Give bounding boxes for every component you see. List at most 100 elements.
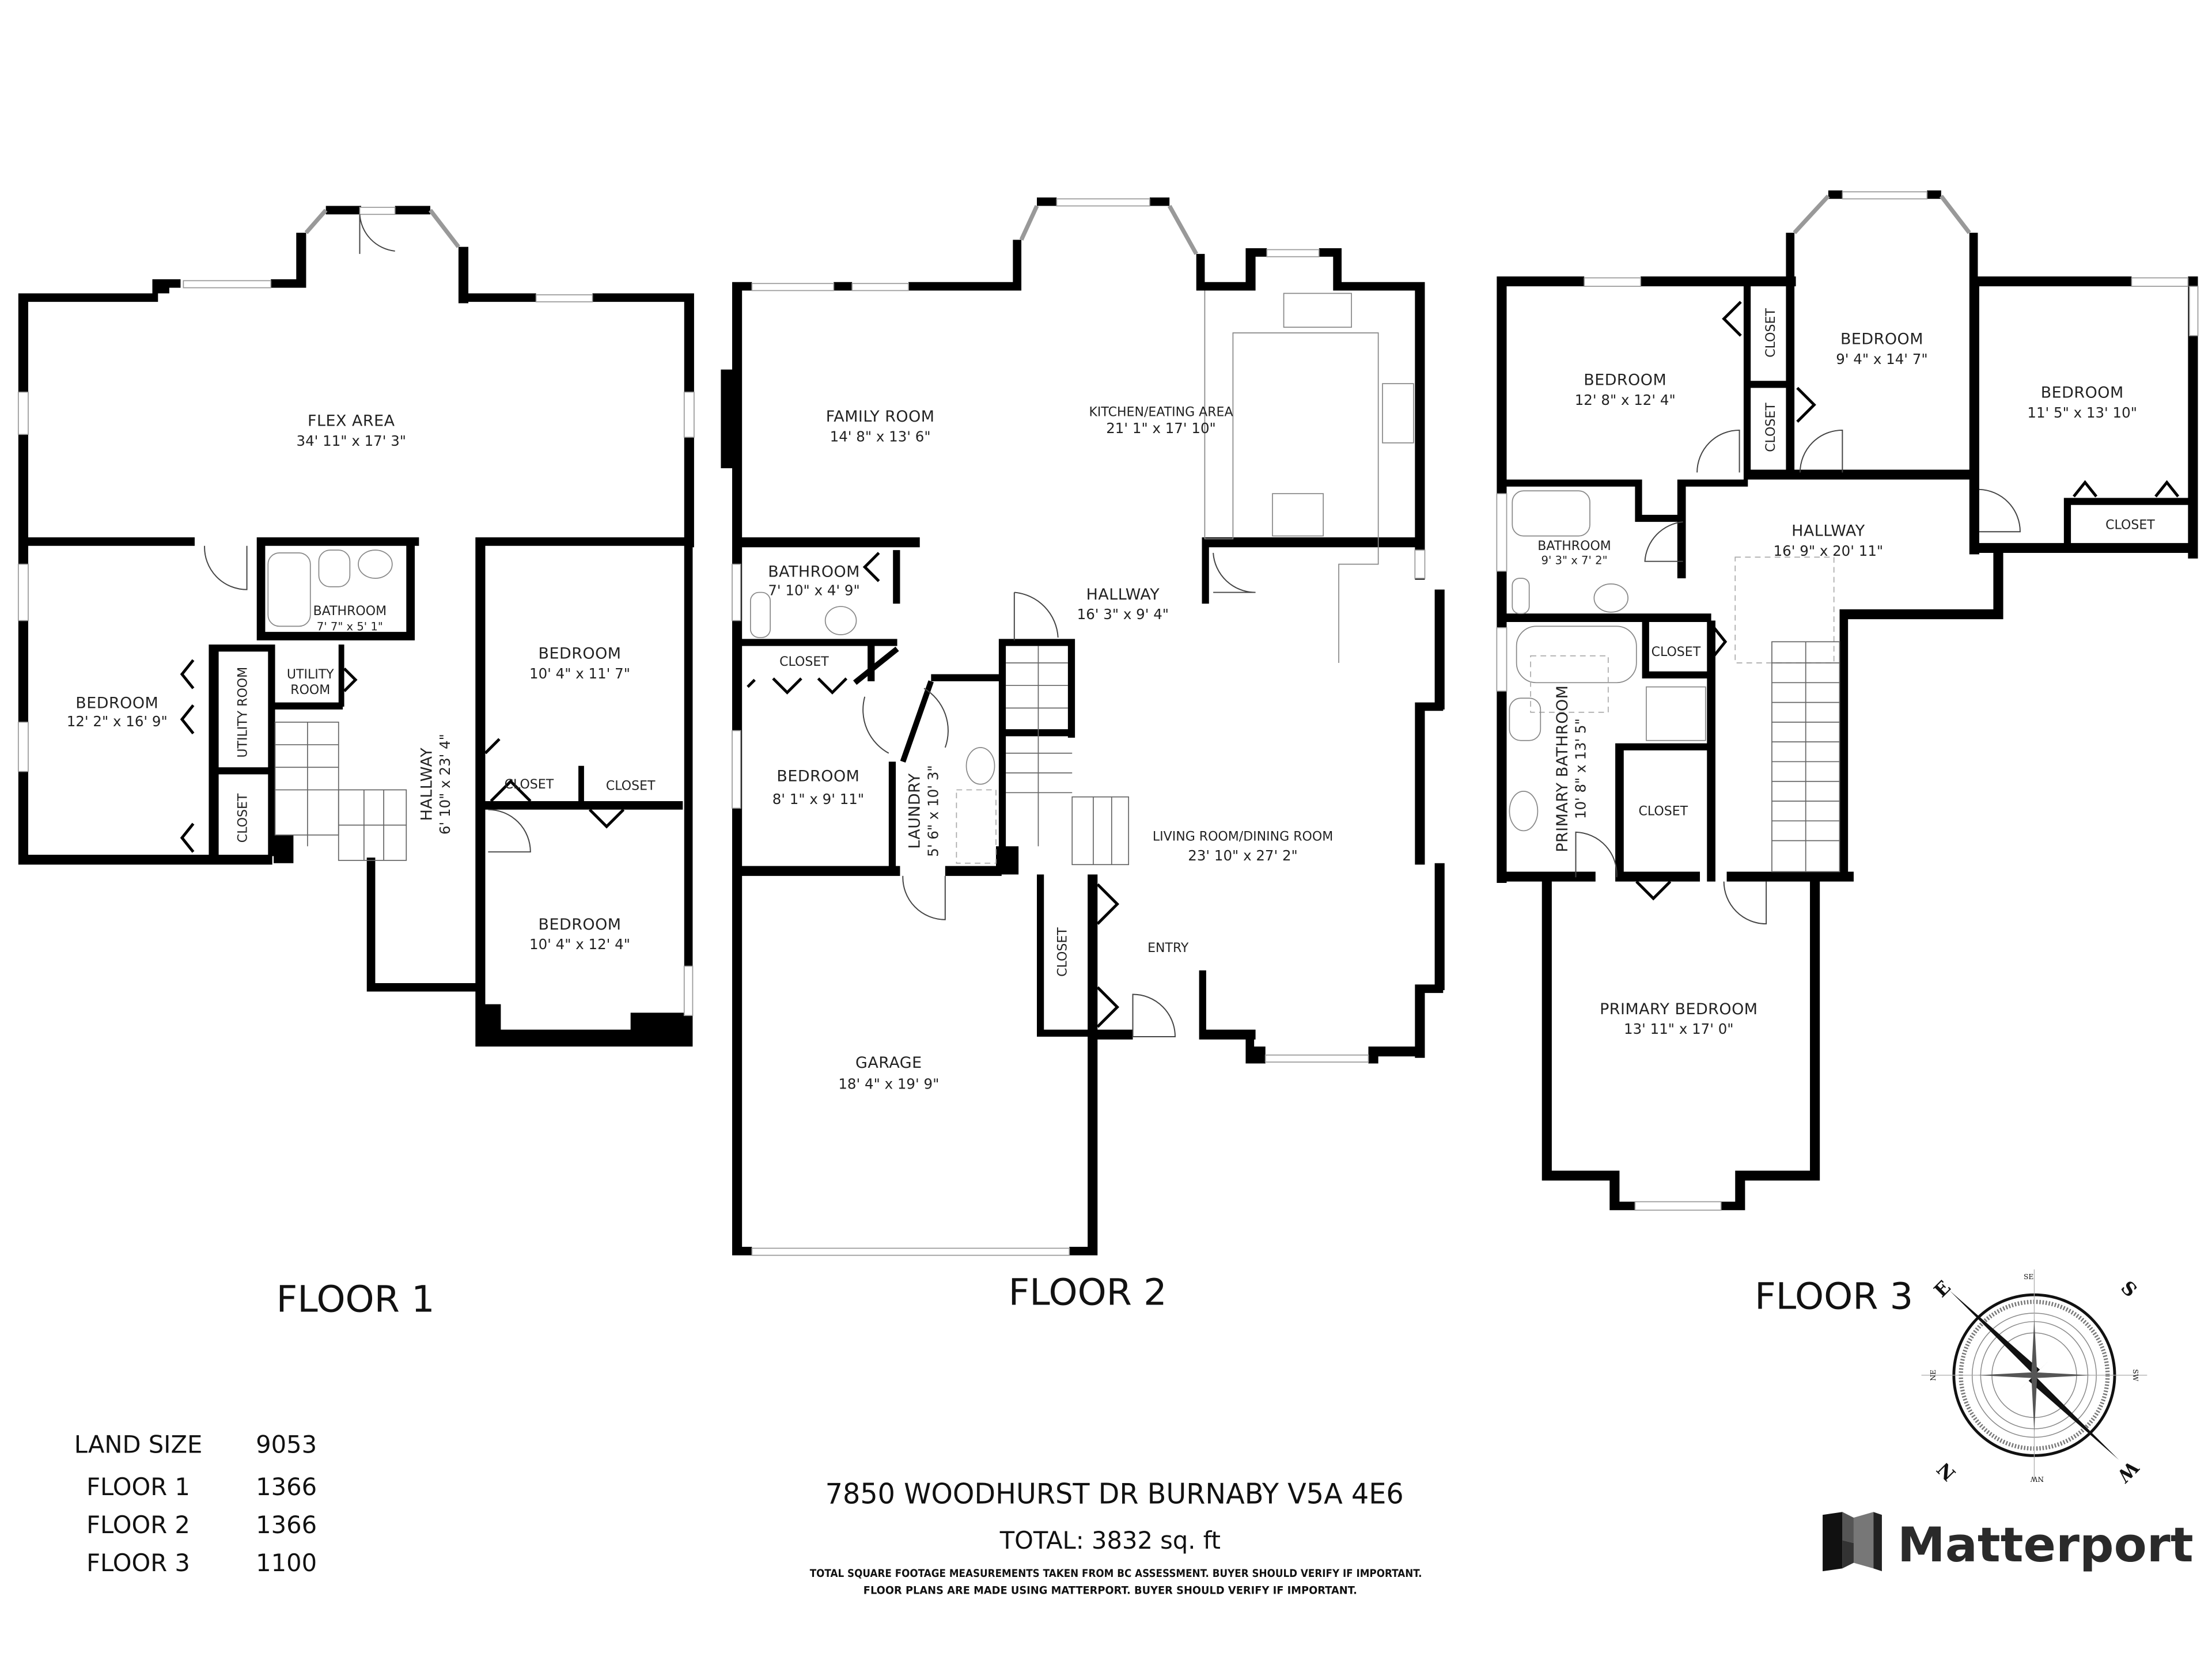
window	[1842, 191, 1928, 200]
washer-icon	[965, 747, 995, 785]
room-name-bedroom: BEDROOM	[1584, 371, 1666, 389]
sink-icon	[1509, 791, 1539, 832]
total-square-footage: TOTAL: 3832 sq. ft	[999, 1526, 1221, 1554]
window	[1634, 1201, 1722, 1211]
window	[2188, 286, 2199, 336]
room-name-utility: UTILITY	[287, 668, 334, 682]
front-door[interactable]	[1132, 993, 1176, 1037]
bay-window	[304, 208, 328, 234]
window	[851, 283, 909, 291]
bedroom-door[interactable]	[204, 545, 248, 590]
room-name-closet: CLOSET	[1652, 645, 1701, 659]
room-name-garage: GARAGE	[855, 1054, 922, 1072]
room-dims: 9' 3" x 7' 2"	[1541, 554, 1608, 567]
entry-door[interactable]	[359, 214, 395, 254]
stat-label: LAND SIZE	[74, 1430, 203, 1458]
stat-value: 9053	[256, 1430, 317, 1458]
closet-bifold-door[interactable]	[180, 659, 195, 853]
bedroom-door[interactable]	[488, 809, 531, 853]
bedroom-door[interactable]	[1696, 429, 1740, 473]
room-name-closet: CLOSET	[1764, 403, 1778, 452]
room-name-closet: CLOSET	[1055, 927, 1070, 977]
kitchen-door[interactable]	[1213, 552, 1256, 593]
room-name-closet: CLOSET	[1764, 308, 1778, 358]
compass-sw: SW	[2131, 1369, 2139, 1381]
room-dims: 16' 3" x 9' 4"	[1077, 606, 1169, 623]
room-name-bedroom: BEDROOM	[1840, 331, 1923, 348]
window	[683, 965, 694, 1017]
compass-north: N	[1933, 1458, 1960, 1485]
window	[1496, 493, 1508, 572]
room-dims: 12' 8" x 12' 4"	[1575, 392, 1676, 408]
stat-value: 1366	[256, 1511, 317, 1539]
stat-value: 1100	[256, 1549, 317, 1577]
room-name-flex-area: FLEX AREA	[308, 412, 395, 430]
window	[2131, 277, 2189, 287]
closet-bifold-door[interactable]	[484, 738, 625, 829]
window	[732, 730, 741, 809]
compass-east: E	[1930, 1276, 1955, 1302]
room-name-closet: CLOSET	[606, 779, 656, 793]
property-address: 7850 WOODHURST DR BURNABY V5A 4E6	[825, 1478, 1404, 1511]
room-dims: 21' 1" x 17' 10"	[1106, 420, 1216, 437]
room-name-hallway: HALLWAY	[1791, 522, 1865, 540]
bay-window	[1793, 194, 1830, 234]
primary-bedroom-door[interactable]	[1723, 881, 1767, 925]
room-dims: 8' 1" x 9' 11"	[772, 791, 864, 807]
garage-door-interior[interactable]	[902, 875, 946, 920]
garage-door[interactable]	[751, 1247, 1070, 1256]
window	[17, 722, 29, 772]
stair-door[interactable]	[1013, 591, 1059, 640]
bedroom-door[interactable]	[1799, 429, 1843, 473]
window	[17, 563, 29, 621]
bedroom-door[interactable]	[1979, 488, 2021, 533]
matterport-brand: Matterport	[1823, 1512, 2194, 1573]
angled-wall	[900, 680, 934, 763]
window	[535, 294, 593, 302]
room-name-kitchen: KITCHEN/EATING AREA	[1089, 405, 1233, 419]
utility-door[interactable]	[343, 668, 358, 692]
floor-3-walls	[1497, 190, 2198, 1211]
window	[732, 563, 741, 621]
area-stats-table: LAND SIZE 9053 FLOOR 1 1366 FLOOR 2 1366…	[74, 1430, 317, 1577]
room-name-closet: CLOSET	[1639, 805, 1688, 819]
room-name-closet: CLOSET	[779, 655, 829, 669]
bathroom-door[interactable]	[1644, 521, 1683, 562]
primary-bathroom-door[interactable]	[1575, 831, 1618, 878]
floor-3-plan: BEDROOM 12' 8" x 12' 4" CLOSET CLOSET BE…	[1496, 190, 2199, 1318]
room-dims: 10' 4" x 12' 4"	[529, 936, 630, 953]
room-dims: 34' 11" x 17' 3"	[297, 433, 407, 449]
toilet-icon	[1512, 578, 1530, 615]
room-name-bedroom: BEDROOM	[777, 768, 859, 786]
bay-window	[1019, 205, 1039, 241]
toilet-icon	[750, 591, 771, 638]
cooktop-icon	[1382, 383, 1414, 443]
closet-bifold-door[interactable]	[747, 552, 880, 695]
soaker-tub-icon	[1516, 625, 1637, 684]
room-name-primary-bedroom: PRIMARY BEDROOM	[1600, 1000, 1758, 1018]
room-dims: 5' 6" x 10' 3"	[925, 765, 942, 856]
closet-bifold-door[interactable]	[1635, 301, 2180, 901]
toilet-icon	[358, 549, 393, 579]
shower-area	[1530, 655, 1609, 713]
window	[683, 391, 695, 438]
window	[1266, 249, 1320, 257]
bathtub-icon	[267, 552, 311, 627]
window	[1264, 1054, 1369, 1063]
shower-icon	[1646, 686, 1706, 741]
room-name-closet: CLOSET	[236, 793, 251, 843]
room-dims: 11' 5" x 13' 10"	[2027, 404, 2137, 421]
floor-1-stairs	[274, 722, 407, 861]
floor-2-plan: FAMILY ROOM 14' 8" x 13' 6" KITCHEN/EATI…	[721, 197, 1445, 1314]
compass-south: S	[2116, 1276, 2141, 1301]
property-info: 7850 WOODHURST DR BURNABY V5A 4E6 TOTAL:…	[810, 1478, 1422, 1597]
window	[17, 391, 29, 435]
room-name-family-room: FAMILY ROOM	[826, 408, 935, 426]
room-dims: 13' 11" x 17' 0"	[1624, 1021, 1734, 1037]
stat-label: FLOOR 2	[86, 1511, 190, 1539]
disclaimer-line-2: FLOOR PLANS ARE MADE USING MATTERPORT. B…	[863, 1584, 1357, 1596]
room-name-bedroom: BEDROOM	[2041, 384, 2124, 402]
double-door[interactable]	[862, 688, 949, 754]
closet-bifold-door[interactable]	[1096, 883, 1120, 1028]
